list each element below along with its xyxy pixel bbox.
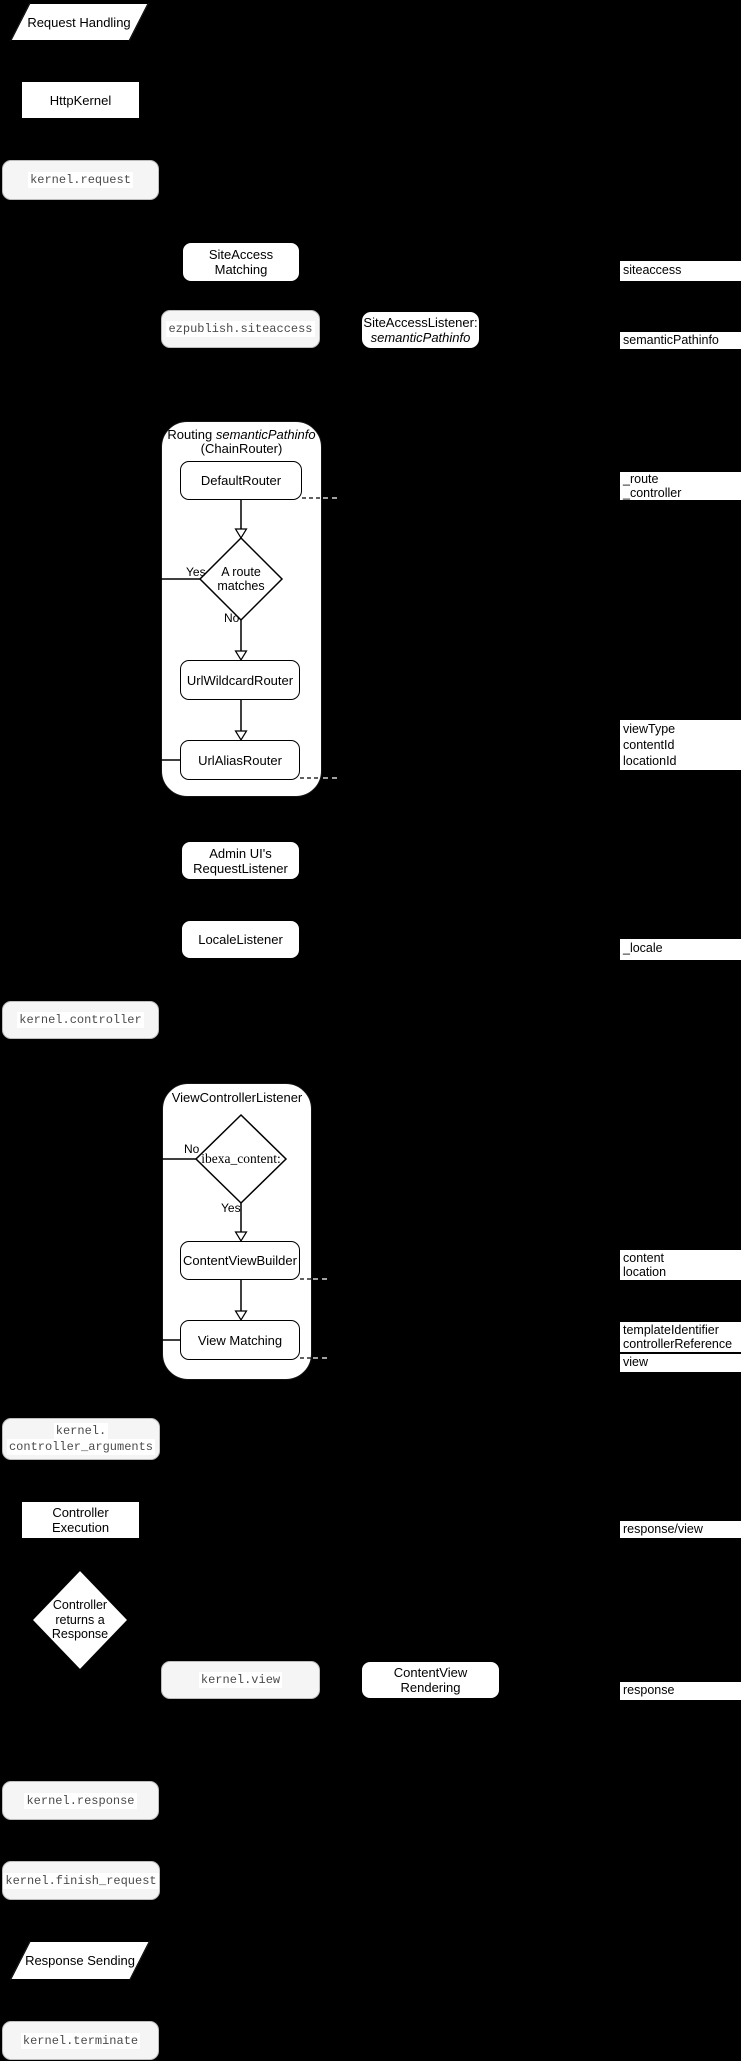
kernel-view-label: kernel.view [198, 1672, 283, 1688]
route-label: _route [623, 472, 659, 486]
siteaccess-matching-label: SiteAccess Matching [208, 247, 274, 277]
routing-group-title: Routing semanticPathinfo (ChainRouter) [162, 428, 321, 456]
controller-label: _controller [623, 486, 682, 500]
request-handling-step: Request Handling [10, 3, 149, 41]
ezpublish-siteaccess-label: ezpublish.siteaccess [166, 321, 315, 337]
side-label-view-params: viewType contentId locationId [620, 720, 741, 770]
kernel-finish-request-label: kernel.finish_request [3, 1872, 159, 1889]
side-label-content-location: content location [620, 1250, 741, 1280]
controller-returns-diamond-text: Controller returns a Response [40, 1596, 120, 1644]
side-label-view: view [620, 1354, 741, 1372]
kernel-terminate-label: kernel.terminate [20, 2032, 141, 2049]
template-identifier-label: templateIdentifier [623, 1323, 719, 1337]
kernel-terminate-event: kernel.terminate [2, 2021, 159, 2060]
side-label-semantic-pathinfo: semanticPathinfo [620, 332, 741, 349]
no-branch-label-routing: No [224, 611, 240, 625]
side-label-response: response [620, 1682, 741, 1700]
controller-execution-box: Controller Execution [21, 1501, 140, 1539]
view-matching-box: View Matching [180, 1320, 300, 1360]
siteaccess-listener-box: SiteAccessListener: semanticPathinfo [361, 311, 480, 349]
kernel-response-label: kernel.response [24, 1792, 137, 1809]
no-branch-label-view: No [184, 1142, 200, 1156]
siteaccess-listener-line2: semanticPathinfo [370, 330, 471, 345]
locationid-label: locationId [623, 754, 677, 768]
http-kernel-box: HttpKernel [21, 81, 140, 119]
kernel-controller-label: kernel.controller [17, 1012, 144, 1028]
view-controller-listener-title: ViewControllerListener [171, 1090, 303, 1105]
route-matches-line1: A route [221, 564, 261, 579]
kernel-request-event: kernel.request [2, 160, 159, 200]
content-view-builder-label: ContentViewBuilder [183, 1253, 297, 1268]
locale-listener-label: LocaleListener [198, 932, 283, 947]
kernel-view-event: kernel.view [161, 1661, 320, 1699]
kernel-controller-arguments-event: kernel. controller_arguments [2, 1418, 160, 1460]
controller-returns-line1: Controller [52, 1598, 108, 1613]
url-wildcard-router-label: UrlWildcardRouter [186, 672, 294, 688]
kernel-finish-request-event: kernel.finish_request [2, 1861, 160, 1900]
url-alias-router-label: UrlAliasRouter [198, 752, 282, 768]
side-label-siteaccess: siteaccess [620, 261, 741, 281]
view-matching-label: View Matching [197, 1332, 283, 1348]
siteaccess-matching-box: SiteAccess Matching [182, 242, 300, 282]
content-view-rendering-label: ContentView Rendering [393, 1665, 468, 1695]
kernel-controller-arguments-line1: kernel. [53, 1423, 109, 1439]
side-label-route-controller: _route _controller [620, 472, 741, 500]
admin-ui-request-listener-box: Admin UI's RequestListener [181, 841, 300, 880]
url-wildcard-router-box: UrlWildcardRouter [180, 660, 300, 700]
viewtype-label: viewType [623, 722, 676, 736]
route-matches-diamond-text: A route matches [206, 556, 276, 602]
yes-branch-label-routing: Yes [186, 565, 206, 579]
request-handling-label: Request Handling [27, 14, 131, 30]
default-router-label: DefaultRouter [200, 473, 282, 488]
content-view-rendering-box: ContentView Rendering [361, 1661, 500, 1699]
response-sending-step: Response Sending [10, 1941, 150, 1980]
content-view-builder-box: ContentViewBuilder [180, 1241, 300, 1280]
admin-ui-line1: Admin UI's [209, 845, 272, 861]
locale-listener-box: LocaleListener [181, 920, 300, 959]
response-sending-label: Response Sending [25, 1953, 135, 1968]
route-matches-line2: matches [217, 579, 265, 593]
kernel-controller-arguments-line2: controller_arguments [6, 1439, 156, 1455]
admin-ui-line2: RequestListener [193, 860, 288, 876]
routing-title-normal: Routing [167, 427, 216, 442]
controller-returns-line2: returns a [55, 1612, 105, 1627]
ibexa-content-diamond-text: ibexa_content: [201, 1150, 281, 1166]
side-label-response-view: response/view [620, 1521, 741, 1538]
controller-returns-line3: Response [51, 1627, 109, 1642]
siteaccess-listener-line1: SiteAccessListener: [363, 315, 478, 330]
side-label-template-refs: templateIdentifier controllerReference [620, 1322, 741, 1352]
url-alias-router-box: UrlAliasRouter [180, 740, 300, 780]
default-router-box: DefaultRouter [180, 461, 302, 500]
routing-title-line2: (ChainRouter) [200, 441, 283, 456]
routing-title-italic: semanticPathinfo [215, 427, 316, 442]
controller-execution-label: Controller Execution [51, 1505, 110, 1535]
http-kernel-label: HttpKernel [49, 92, 112, 108]
location-label: location [623, 1265, 667, 1279]
kernel-request-label: kernel.request [28, 172, 133, 188]
side-label-locale: _locale [620, 939, 741, 960]
yes-branch-label-view: Yes [221, 1201, 241, 1215]
content-label: content [623, 1251, 665, 1265]
kernel-response-event: kernel.response [2, 1781, 159, 1820]
kernel-controller-event: kernel.controller [2, 1001, 159, 1039]
contentid-label: contentId [623, 738, 675, 752]
controller-reference-label: controllerReference [623, 1337, 733, 1351]
ezpublish-siteaccess-event: ezpublish.siteaccess [161, 310, 320, 348]
